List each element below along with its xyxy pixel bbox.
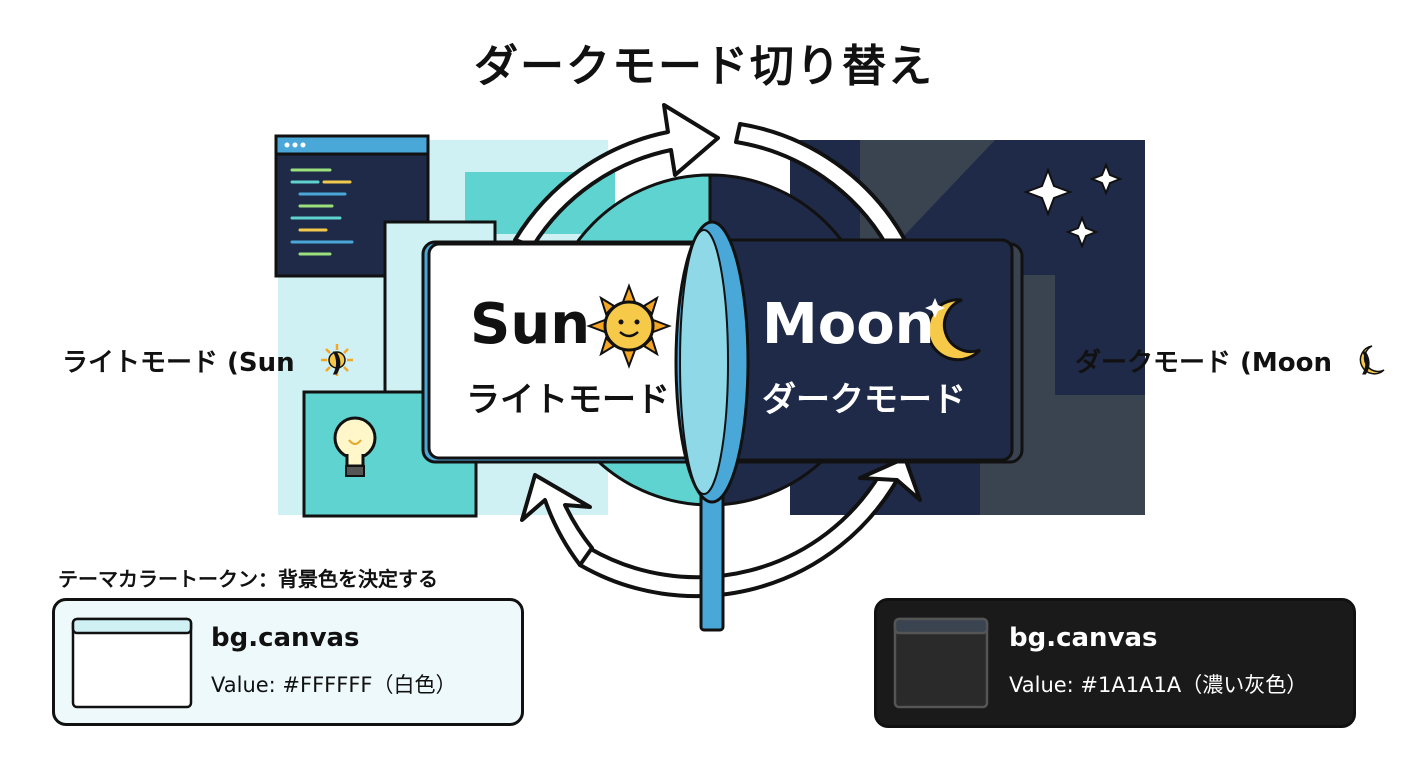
light-token-value: Value: #FFFFFF（白色） (211, 673, 457, 697)
moon-small-icon (1359, 345, 1385, 375)
dark-shade-block (860, 140, 995, 240)
dark-token-value: Value: #1A1A1A（濃い灰色） (1009, 673, 1308, 697)
moon-card-title: Moon (762, 292, 935, 357)
light-mode-label-close: ) (330, 348, 343, 378)
sun-card-title: Sun (470, 292, 591, 357)
sparkle-icon (1023, 162, 1123, 249)
dark-window-icon (893, 617, 989, 709)
dark-mode-label-close: ) (1360, 348, 1372, 378)
page-title: ダークモード切り替え (474, 41, 934, 92)
light-window-icon (71, 617, 193, 709)
sun-card-subtitle: ライトモード (466, 380, 670, 420)
dark-mode-label-text: ダークモード (Moon (1075, 348, 1333, 378)
dark-mode-label: ダークモード (Moon) (1075, 342, 1372, 379)
dark-token-card: bg.canvas Value: #1A1A1A（濃い灰色） (874, 598, 1356, 728)
light-token-name: bg.canvas (211, 623, 360, 653)
moon-icon (925, 298, 982, 362)
divider-lens-highlight (679, 229, 729, 495)
token-heading: テーマカラートークン：背景色を決定する (58, 567, 438, 591)
dark-token-name: bg.canvas (1009, 623, 1158, 653)
moon-card-subtitle: ダークモード (762, 380, 966, 420)
sun-icon (586, 283, 672, 369)
lightbulb-icon (333, 416, 377, 477)
sun-small-icon (321, 344, 353, 376)
cycle-arrow-icon (513, 103, 922, 599)
light-token-card: bg.canvas Value: #FFFFFF（白色） (52, 598, 524, 726)
light-mode-label: ライトモード (Sun) (62, 342, 343, 379)
light-mode-label-text: ライトモード (Sun (62, 348, 295, 378)
